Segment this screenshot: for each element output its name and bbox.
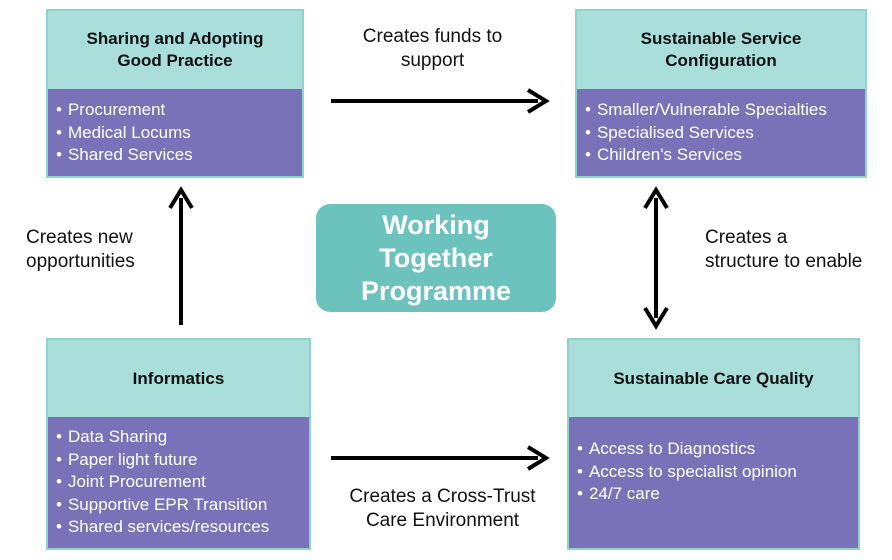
center-title-line: Together (379, 242, 493, 273)
list-item: 24/7 care (577, 483, 850, 506)
list-item: Supportive EPR Transition (56, 494, 301, 517)
box-informatics: Informatics Data Sharing Paper light fut… (46, 338, 311, 550)
box-title: Informatics (48, 340, 309, 417)
box-title-line: Good Practice (117, 51, 233, 70)
box-item-list: Smaller/Vulnerable Specialties Specialis… (577, 89, 865, 176)
list-item: Smaller/Vulnerable Specialties (585, 99, 857, 122)
link-label-line: Creates funds to (362, 26, 503, 47)
link-label-line: Creates new (26, 227, 133, 248)
box-title-line: Sharing and Adopting (86, 29, 264, 48)
list-item: Specialised Services (585, 122, 857, 145)
list-item: Data Sharing (56, 426, 301, 449)
box-item-list: Access to Diagnostics Access to speciali… (569, 417, 858, 548)
link-label-line: structure to enable (705, 251, 863, 272)
arrow-bottom (331, 445, 550, 471)
list-item: Shared Services (56, 144, 294, 167)
list-item: Paper light future (56, 449, 301, 472)
box-sharing-good-practice: Sharing and Adopting Good Practice Procu… (46, 9, 304, 178)
box-title: Sustainable Care Quality (569, 340, 858, 417)
list-item: Access to specialist opinion (577, 461, 850, 484)
box-title-line: Configuration (665, 51, 777, 70)
link-label-bottom: Creates a Cross-Trust Care Environment (330, 485, 555, 533)
box-item-list: Procurement Medical Locums Shared Servic… (48, 89, 302, 176)
center-programme-box: Working Together Programme (316, 204, 556, 312)
arrow-left-up (168, 186, 194, 325)
link-label-left: Creates new opportunities (26, 226, 135, 274)
arrow-right-bidirectional (643, 186, 669, 330)
box-title: Sustainable Service Configuration (577, 11, 865, 89)
box-title: Sharing and Adopting Good Practice (48, 11, 302, 89)
box-sustainable-care-quality: Sustainable Care Quality Access to Diagn… (567, 338, 860, 550)
link-label-line: Care Environment (365, 510, 520, 531)
box-sustainable-service-configuration: Sustainable Service Configuration Smalle… (575, 9, 867, 178)
box-title-line: Informatics (132, 368, 225, 388)
link-label-line: support (400, 50, 465, 71)
link-label-line: Creates a (705, 227, 788, 248)
list-item: Joint Procurement (56, 471, 301, 494)
link-label-right: Creates a structure to enable (705, 226, 862, 274)
list-item: Medical Locums (56, 122, 294, 145)
center-title-line: Working (382, 209, 490, 240)
arrow-top (331, 88, 550, 114)
link-label-line: opportunities (26, 251, 135, 272)
box-title-line: Sustainable Service (640, 29, 802, 48)
link-label-top: Creates funds to support (340, 25, 525, 73)
list-item: Access to Diagnostics (577, 438, 850, 461)
box-title-line: Sustainable Care Quality (613, 368, 814, 388)
list-item: Procurement (56, 99, 294, 122)
list-item: Shared services/resources (56, 516, 301, 539)
center-title-line: Programme (360, 275, 512, 306)
link-label-line: Creates a Cross-Trust (349, 486, 536, 507)
list-item: Children's Services (585, 144, 857, 167)
box-item-list: Data Sharing Paper light future Joint Pr… (48, 417, 309, 548)
